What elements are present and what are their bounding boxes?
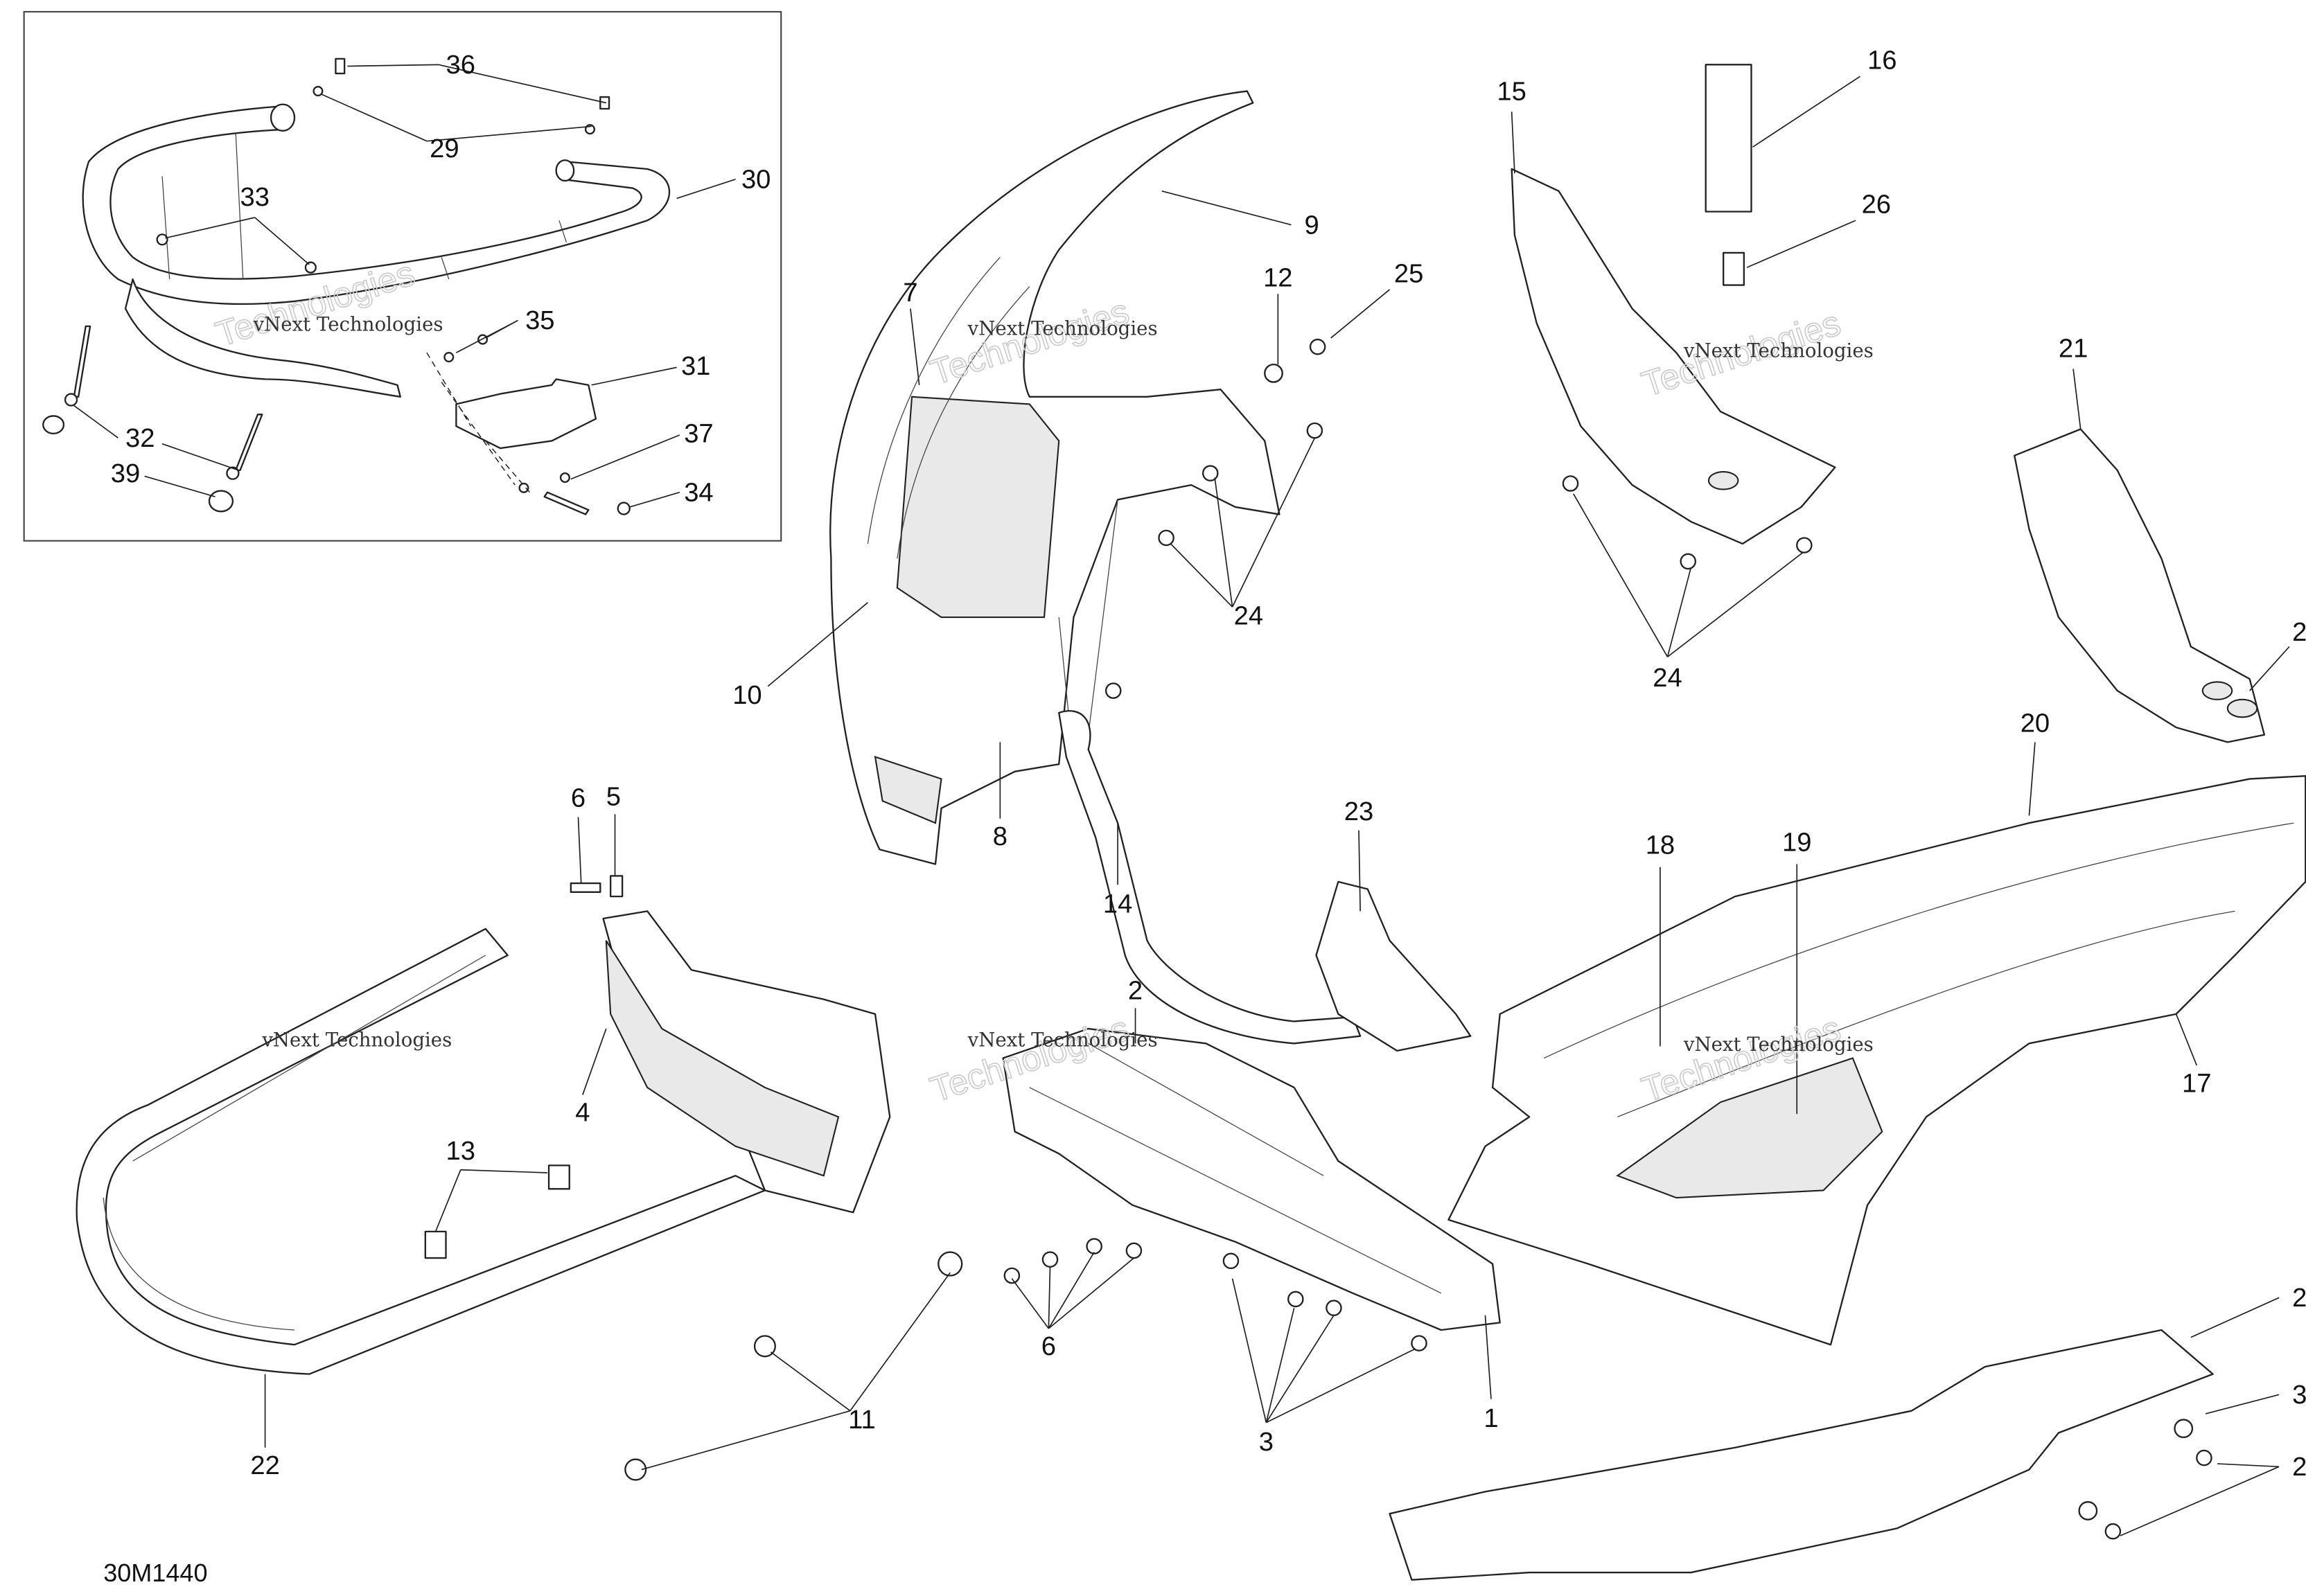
callout-6: 6 — [571, 783, 586, 813]
leader-lines — [73, 64, 2290, 1536]
callout-39: 39 — [111, 459, 140, 488]
callout-24: 24 — [1234, 601, 1263, 631]
callout-25: 25 — [1394, 258, 1423, 288]
callout-17: 17 — [2182, 1068, 2211, 1098]
callout-24: 24 — [1653, 663, 1682, 693]
callout-31: 31 — [681, 351, 710, 381]
callout-2: 2 — [1128, 976, 1143, 1006]
inset-frame — [23, 10, 782, 542]
svg-text:vNext Technologies: vNext Technologies — [253, 312, 443, 335]
callout-32: 32 — [125, 423, 155, 453]
svg-text:vNext Technologies: vNext Technologies — [1683, 1033, 1874, 1056]
callout-18: 18 — [1646, 831, 1675, 860]
callout-5: 5 — [606, 782, 621, 812]
callout-10: 10 — [732, 680, 762, 710]
callout-23: 23 — [1344, 797, 1373, 826]
large-side-panel — [1447, 775, 2306, 1346]
callout-2: 2 — [2292, 1283, 2306, 1313]
callout-21: 21 — [2059, 334, 2088, 364]
callout-2: 2 — [2292, 617, 2306, 647]
svg-text:vNext Technologies: vNext Technologies — [967, 1029, 1158, 1052]
callout-36: 36 — [446, 50, 475, 80]
callout-26: 26 — [1862, 190, 1891, 220]
callout-1: 1 — [1484, 1403, 1498, 1433]
callout-12: 12 — [1263, 263, 1292, 293]
callout-2: 2 — [2292, 1452, 2306, 1482]
callout-20: 20 — [2021, 709, 2050, 738]
callout-6: 6 — [1041, 1331, 1056, 1361]
callout-7: 7 — [903, 278, 917, 308]
callout-3: 3 — [2292, 1380, 2306, 1410]
callout-19: 19 — [1782, 827, 1811, 857]
inset-bumper-tube — [82, 103, 671, 398]
callout-33: 33 — [240, 182, 270, 212]
callout-11: 11 — [848, 1405, 876, 1435]
callout-37: 37 — [684, 419, 713, 449]
callout-9: 9 — [1305, 210, 1319, 240]
callout-22: 22 — [250, 1451, 279, 1480]
callout-35: 35 — [525, 305, 554, 335]
callout-8: 8 — [993, 822, 1007, 851]
callout-3: 3 — [1259, 1427, 1274, 1457]
fasteners — [424, 338, 2212, 1540]
callout-29: 29 — [430, 134, 459, 163]
callout-4: 4 — [575, 1098, 590, 1128]
callout-14: 14 — [1103, 889, 1132, 919]
front-panel-assembly — [829, 90, 1472, 1052]
inset-bracket — [455, 378, 597, 450]
drawing-code: 30M1440 — [103, 1559, 207, 1587]
callout-labels: 36 29 30 33 35 31 37 32 34 39 9 7 12 25 … — [111, 46, 2306, 1482]
lower-side-panel — [1002, 1027, 1501, 1331]
callout-34: 34 — [684, 477, 713, 507]
side-panel-assembly — [1511, 64, 1836, 545]
svg-text:vNext Technologies: vNext Technologies — [1683, 339, 1874, 362]
callout-15: 15 — [1497, 76, 1526, 106]
svg-text:vNext Technologies: vNext Technologies — [261, 1029, 452, 1052]
front-bumper — [76, 928, 766, 1375]
callout-13: 13 — [446, 1136, 475, 1166]
svg-text:vNext Technologies: vNext Technologies — [967, 317, 1158, 340]
callout-16: 16 — [1867, 46, 1896, 76]
side-panel-right — [2014, 428, 2266, 743]
callout-30: 30 — [741, 165, 771, 195]
inset-fasteners — [42, 57, 631, 515]
grille — [602, 910, 891, 1214]
skid-plate — [1389, 1329, 2214, 1581]
